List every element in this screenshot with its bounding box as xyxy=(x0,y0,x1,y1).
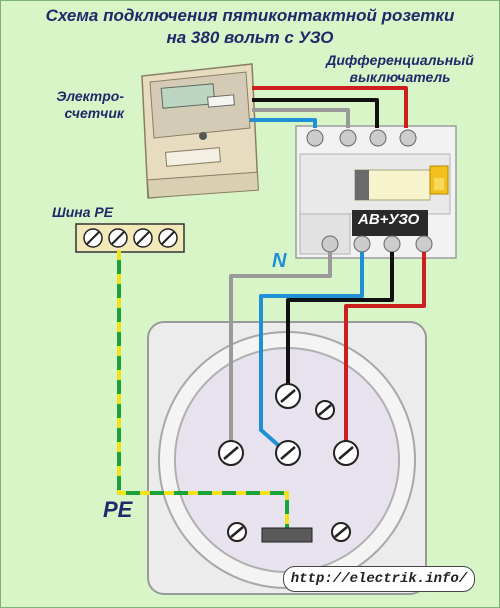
diagram-title: Схема подключения пятиконтактной розетки xyxy=(45,6,455,25)
meter-label-line2: счетчик xyxy=(64,105,124,121)
wire-meter-blue xyxy=(250,118,317,128)
rcd-label-line2: выключатель xyxy=(349,69,451,85)
wire-red-l3 xyxy=(344,252,426,450)
wire-gray-l1 xyxy=(229,252,332,450)
neutral-label: N xyxy=(272,250,287,272)
wire-meter-black xyxy=(252,98,379,128)
wire-blue-n xyxy=(259,252,364,454)
meter-label: Электро- счетчик xyxy=(54,88,124,122)
pe-contact-bar xyxy=(261,527,313,543)
website-link[interactable]: http://electrik.info/ xyxy=(283,566,475,592)
meter-label-line1: Электро- xyxy=(56,88,124,104)
diagram-subtitle: на 380 вольт с УЗО xyxy=(166,28,334,47)
pe-label: PE xyxy=(103,497,133,522)
pe-bus-label: Шина PE xyxy=(52,204,114,220)
rcd-device xyxy=(295,125,457,259)
rcd-label: Дифференциальный выключатель xyxy=(300,52,500,86)
wire-meter-red xyxy=(252,86,408,128)
device-label: АВ+УЗО xyxy=(358,211,420,228)
energy-meter xyxy=(141,63,260,199)
wire-pe-yellow xyxy=(117,250,289,528)
wire-black-l2 xyxy=(286,252,394,392)
pe-busbar xyxy=(75,223,185,253)
rcd-label-line1: Дифференциальный xyxy=(326,52,474,68)
socket-contacts xyxy=(218,383,359,543)
wire-meter-gray xyxy=(252,108,350,128)
